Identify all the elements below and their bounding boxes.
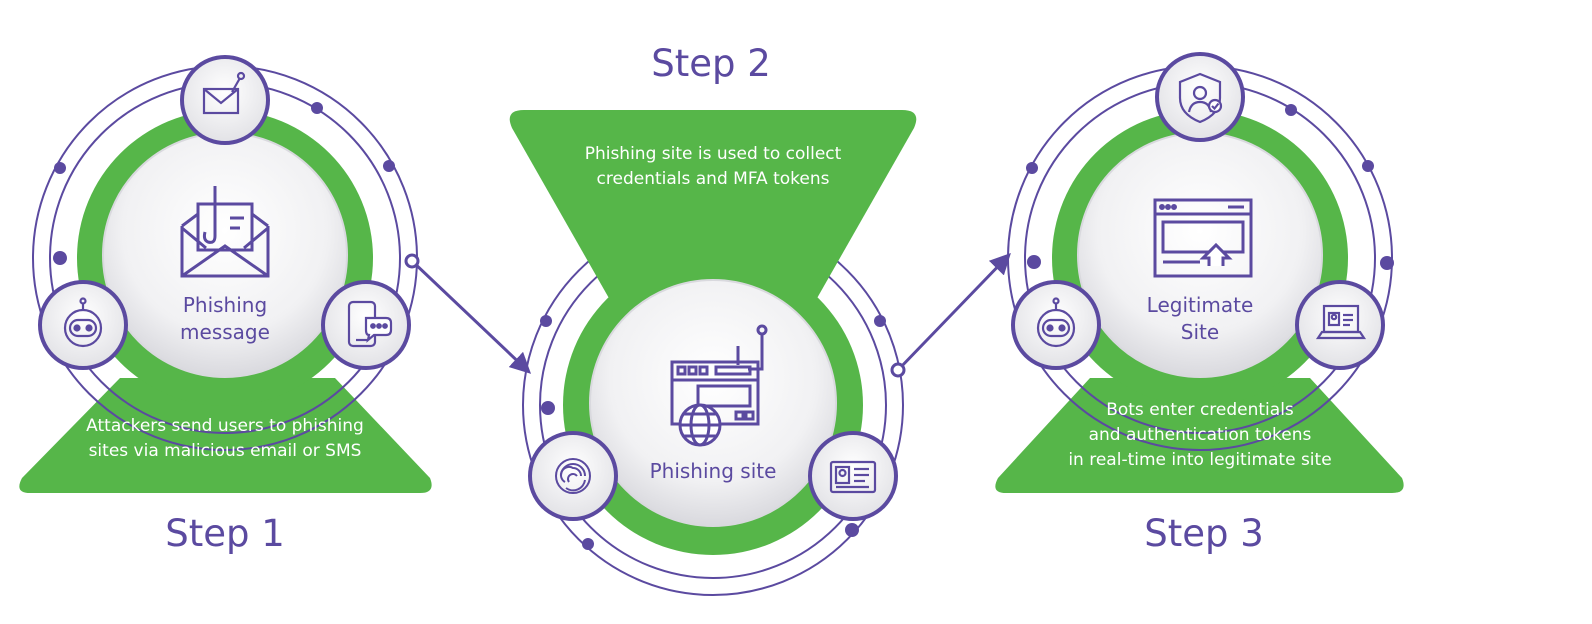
step-3-green-banner (995, 378, 1404, 493)
step-2-group (509, 110, 917, 596)
step-1-label: Step 1 (165, 512, 285, 555)
step-3-orbit-dot (1362, 160, 1374, 172)
shield-user-icon (1178, 72, 1223, 124)
fingerprint-icon (555, 458, 591, 494)
step-1-sat-left (38, 280, 128, 370)
email-notification-icon (202, 71, 246, 115)
step-1-orbit-dot (311, 102, 323, 114)
step-2-title: Phishing site (649, 459, 777, 483)
step-2-green-banner (509, 110, 917, 300)
step-3-group (995, 52, 1404, 493)
step-3-orbit-dot (1027, 255, 1041, 269)
step-2-orbit-dot (541, 401, 555, 415)
connector-2-3 (890, 252, 1011, 378)
step-2-label: Step 2 (651, 42, 771, 85)
step-3-orbit-dot (1026, 162, 1038, 174)
envelope-hook-icon (180, 186, 270, 278)
id-card-icon (829, 460, 877, 494)
step-1-description: Attackers send users to phishing sites v… (86, 416, 364, 461)
step-3-title: Legitimate Site (1146, 293, 1254, 344)
step-3-orbit-dot (1285, 104, 1297, 116)
step-2-main-circle (589, 279, 837, 527)
step-2-orbit-dot (582, 538, 594, 550)
step-3-sat-top (1155, 52, 1245, 142)
robot-icon (63, 297, 103, 348)
smartphone-chat-icon (347, 300, 393, 348)
step-1-title: Phishing message (180, 293, 270, 344)
step-3-orbit-dot (1380, 256, 1394, 270)
laptop-id-icon (1315, 304, 1367, 340)
step-2-orbit-dot (845, 523, 859, 537)
step-2-orbit-dot (540, 315, 552, 327)
step-1-group (19, 55, 432, 493)
step-3-description: Bots enter credentials and authenticatio… (1068, 400, 1332, 470)
step-1-orbit-dot (53, 251, 67, 265)
step-2-description: Phishing site is used to collect credent… (584, 144, 842, 189)
step-2-sat-right (808, 431, 898, 521)
step-3-sat-left (1011, 280, 1101, 370)
browser-upload-icon (1153, 198, 1253, 278)
step-2-sat-left (528, 431, 618, 521)
step-1-orbit-dot (54, 162, 66, 174)
step-1-orbit-dot (383, 160, 395, 172)
robot-icon (1036, 297, 1076, 348)
step-2-orbit-dot (874, 315, 886, 327)
fake-website-globe-icon (670, 324, 768, 447)
step-3-label: Step 3 (1144, 512, 1264, 555)
connector-1-2 (404, 253, 532, 374)
step-1-green-banner (19, 378, 432, 493)
